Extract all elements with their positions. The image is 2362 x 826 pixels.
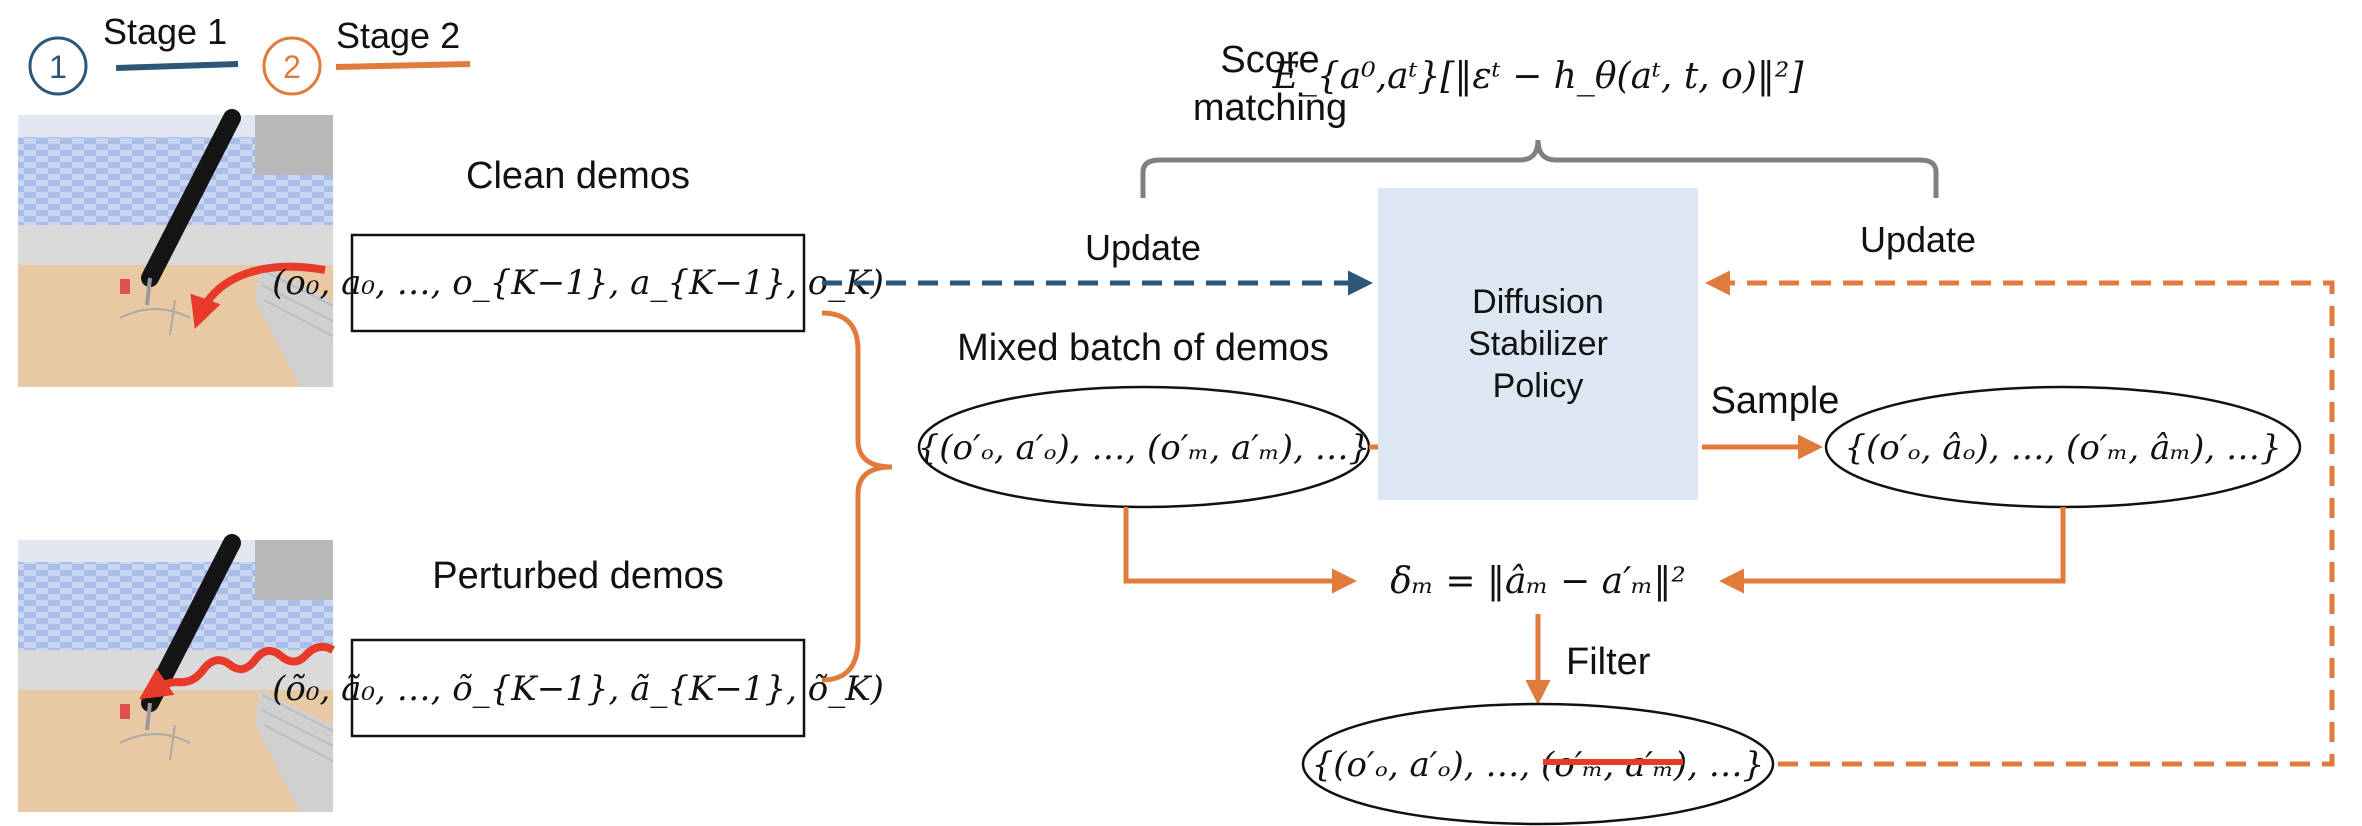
mixed-batch-label: Mixed batch of demos	[957, 327, 1329, 369]
score-matching-line2: matching	[1193, 87, 1347, 129]
stage2-line-swatch	[335, 61, 471, 70]
perturbed-demo-box	[350, 638, 806, 738]
stage2-update-arrow	[1705, 270, 2335, 767]
score-matching-line1: Score	[1220, 39, 1319, 81]
mixed-set: {(o′ₒ, a′ₒ), …, (o′ₘ, a′ₘ), …}	[918, 428, 1371, 468]
sampled-to-delta-arrow	[1719, 507, 2066, 594]
update-right-label: Update	[1860, 219, 1976, 260]
filtered-set-ellipse	[1301, 702, 1775, 826]
perturbed-sequence: (õ₀, ã₀, …, õ_{K−1}, ã_{K−1}, õ_K)	[272, 669, 884, 709]
stage1-line-swatch	[115, 61, 239, 71]
update-left-label: Update	[1085, 227, 1201, 268]
filter-label: Filter	[1566, 641, 1651, 683]
clean-sequence: (o₀, a₀, …, o_{K−1}, a_{K−1}, o_K)	[272, 263, 884, 303]
stage2-number: 2	[283, 49, 301, 85]
clean-demo-scene	[18, 109, 334, 387]
score-matching-brace	[1140, 139, 1939, 198]
clean-demos-label: Clean demos	[466, 155, 690, 197]
policy-line3: Policy	[1493, 367, 1584, 405]
score-matching-objective: E_{a⁰,aᵗ}[‖εᵗ − h_θ(aᵗ, t, o)‖²]	[1272, 56, 1805, 97]
diffusion-stabilizer-policy-box	[1378, 188, 1698, 500]
clean-demo-box	[350, 233, 806, 333]
policy-line2: Stabilizer	[1468, 325, 1608, 363]
stage1-badge	[28, 36, 88, 96]
sampled-set: {(o′ₒ, âₒ), …, (o′ₘ, âₘ), …}	[1844, 428, 2281, 468]
legend: 1 Stage 1 2 Stage 2	[28, 11, 471, 96]
stage1-label: Stage 1	[103, 11, 227, 52]
perturbed-demos-label: Perturbed demos	[432, 555, 724, 597]
perturbed-demo-scene	[18, 534, 335, 812]
stage1-number: 1	[49, 49, 67, 85]
stage2-badge	[262, 36, 322, 96]
sample-label: Sample	[1711, 380, 1840, 422]
stage2-label: Stage 2	[336, 15, 460, 56]
filtered-set: {(o′ₒ, a′ₒ), …, (o′ₘ, a′ₘ), …}	[1312, 745, 1765, 785]
delta-formula: δₘ = ‖âₘ − a′ₘ‖²	[1390, 561, 1686, 602]
mixed-to-delta-arrow	[1123, 507, 1357, 594]
merge-brace	[821, 310, 893, 683]
policy-line1: Diffusion	[1472, 283, 1604, 321]
